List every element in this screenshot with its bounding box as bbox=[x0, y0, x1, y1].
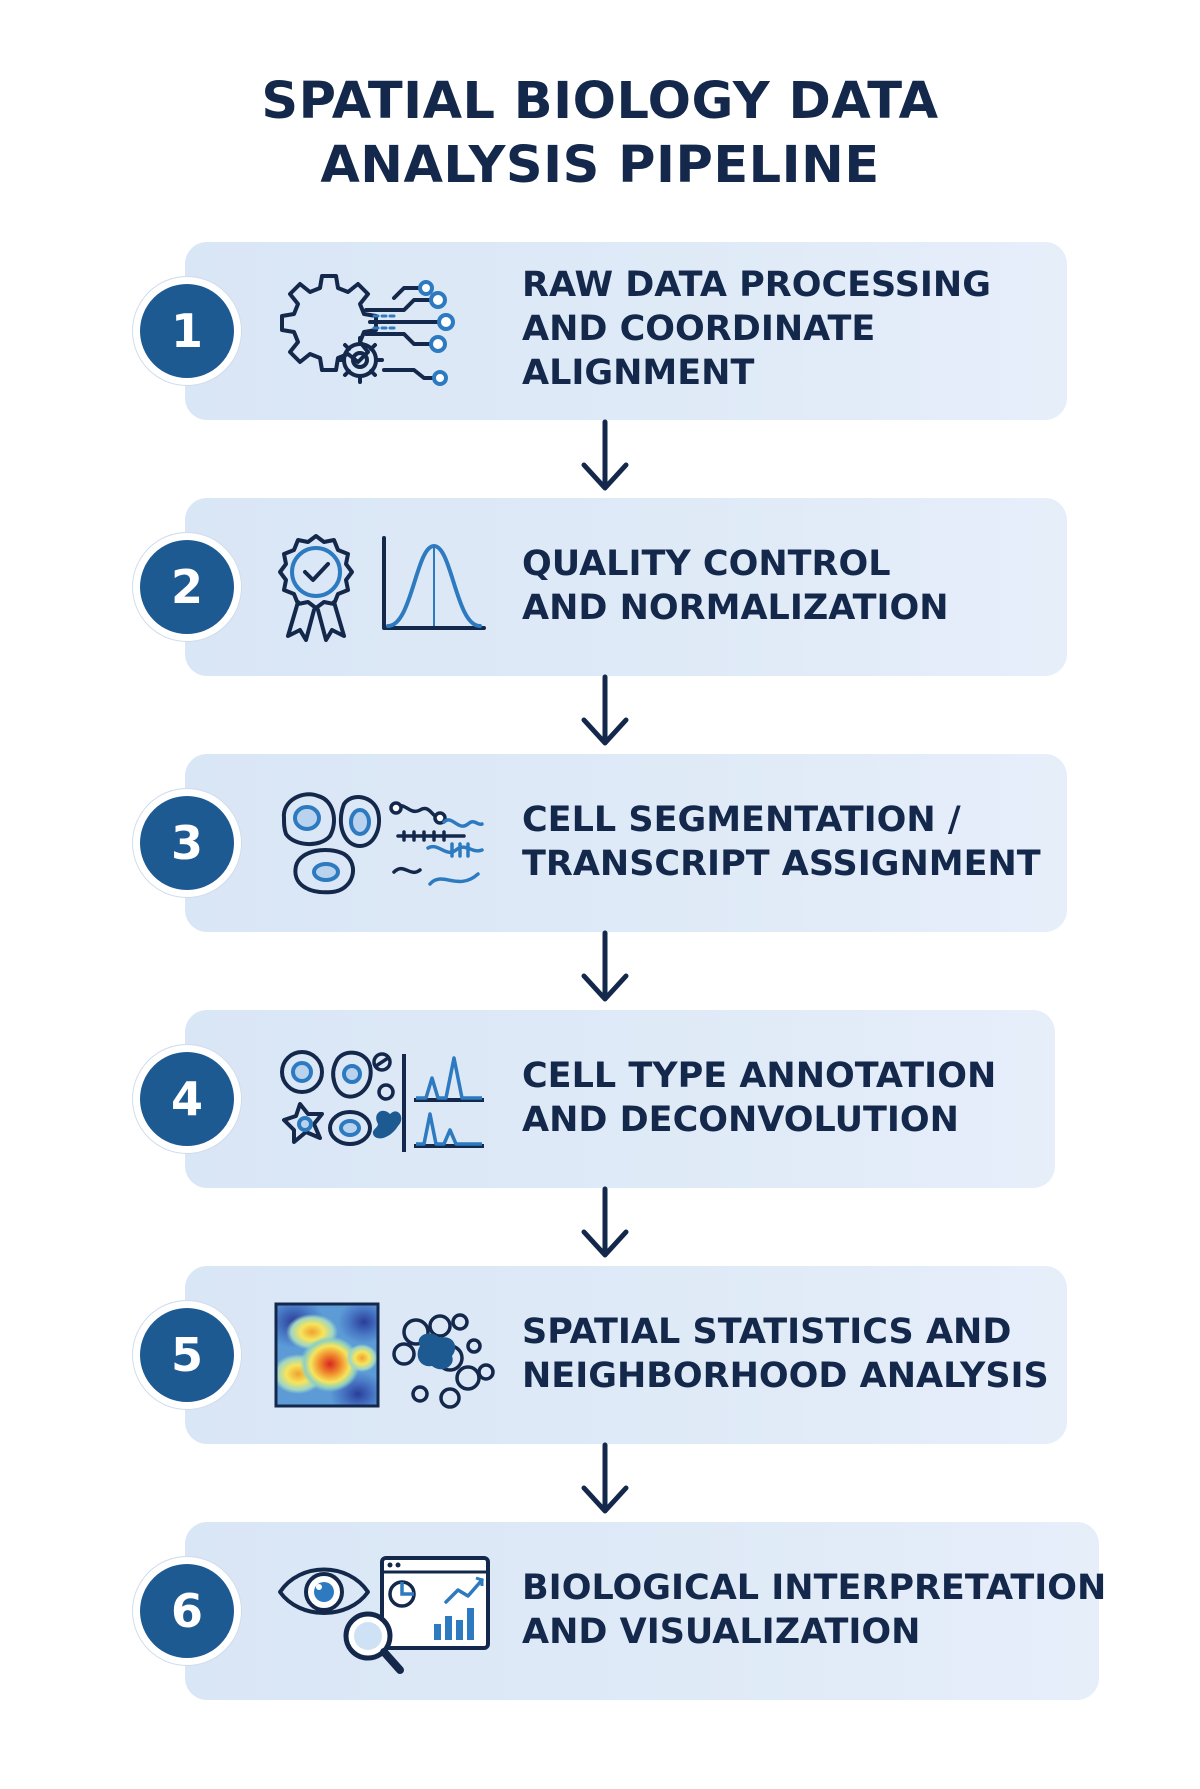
step-2-label: QUALITY CONTROL AND NORMALIZATION bbox=[522, 542, 949, 630]
arrow-down-icon bbox=[581, 1186, 629, 1258]
step-2-label-line-1: QUALITY CONTROL bbox=[522, 544, 891, 584]
step-5-badge: 5 bbox=[133, 1301, 241, 1409]
cell-types-peaks-icon bbox=[280, 1050, 484, 1152]
step-5-label-line-2: NEIGHBORHOOD ANALYSIS bbox=[522, 1356, 1049, 1396]
arrow-down-icon bbox=[581, 674, 629, 746]
step-1-label-line-1: RAW DATA PROCESSING bbox=[522, 265, 991, 305]
heatmap-cluster-icon bbox=[274, 1302, 495, 1409]
step-6-badge: 6 bbox=[133, 1557, 241, 1665]
step-5-label-line-1: SPATIAL STATISTICS AND bbox=[522, 1312, 1012, 1352]
step-1-label: RAW DATA PROCESSING AND COORDINATE ALIGN… bbox=[522, 263, 991, 395]
step-6-label-line-1: BIOLOGICAL INTERPRETATION bbox=[522, 1568, 1107, 1608]
step-2-card bbox=[185, 498, 1067, 676]
step-4-card bbox=[185, 1010, 1055, 1188]
step-3-card bbox=[185, 754, 1067, 932]
step-1-label-line-2: AND COORDINATE bbox=[522, 309, 876, 349]
arrow-down-icon bbox=[581, 930, 629, 1002]
title-line-1: SPATIAL BIOLOGY DATA bbox=[261, 72, 939, 131]
step-1-badge: 1 bbox=[133, 277, 241, 385]
step-2-badge: 2 bbox=[133, 533, 241, 641]
eye-dashboard-magnifier-icon bbox=[278, 1556, 490, 1674]
step-3-badge: 3 bbox=[133, 789, 241, 897]
arrow-down-icon bbox=[581, 419, 629, 491]
step-3-label: CELL SEGMENTATION / TRANSCRIPT ASSIGNMEN… bbox=[522, 798, 1041, 886]
step-4-label-line-2: AND DECONVOLUTION bbox=[522, 1100, 959, 1140]
step-6-label-line-2: AND VISUALIZATION bbox=[522, 1612, 921, 1652]
step-4-badge: 4 bbox=[133, 1045, 241, 1153]
cells-transcripts-icon bbox=[281, 792, 484, 895]
step-3-label-line-2: TRANSCRIPT ASSIGNMENT bbox=[522, 844, 1041, 884]
page-title: SPATIAL BIOLOGY DATA ANALYSIS PIPELINE bbox=[0, 70, 1200, 198]
step-5-label: SPATIAL STATISTICS AND NEIGHBORHOOD ANAL… bbox=[522, 1310, 1049, 1398]
quality-badge-distribution-icon bbox=[278, 534, 486, 642]
step-4-label: CELL TYPE ANNOTATION AND DECONVOLUTION bbox=[522, 1054, 996, 1142]
step-3-label-line-1: CELL SEGMENTATION / bbox=[522, 800, 961, 840]
step-4-label-line-1: CELL TYPE ANNOTATION bbox=[522, 1056, 997, 1096]
step-2-label-line-2: AND NORMALIZATION bbox=[522, 588, 949, 628]
step-1-label-line-3: ALIGNMENT bbox=[522, 353, 755, 393]
gear-circuit-icon bbox=[280, 274, 455, 386]
arrow-down-icon bbox=[581, 1442, 629, 1514]
title-line-2: ANALYSIS PIPELINE bbox=[320, 136, 880, 195]
step-1-card bbox=[185, 242, 1067, 420]
step-6-label: BIOLOGICAL INTERPRETATION AND VISUALIZAT… bbox=[522, 1566, 1106, 1654]
